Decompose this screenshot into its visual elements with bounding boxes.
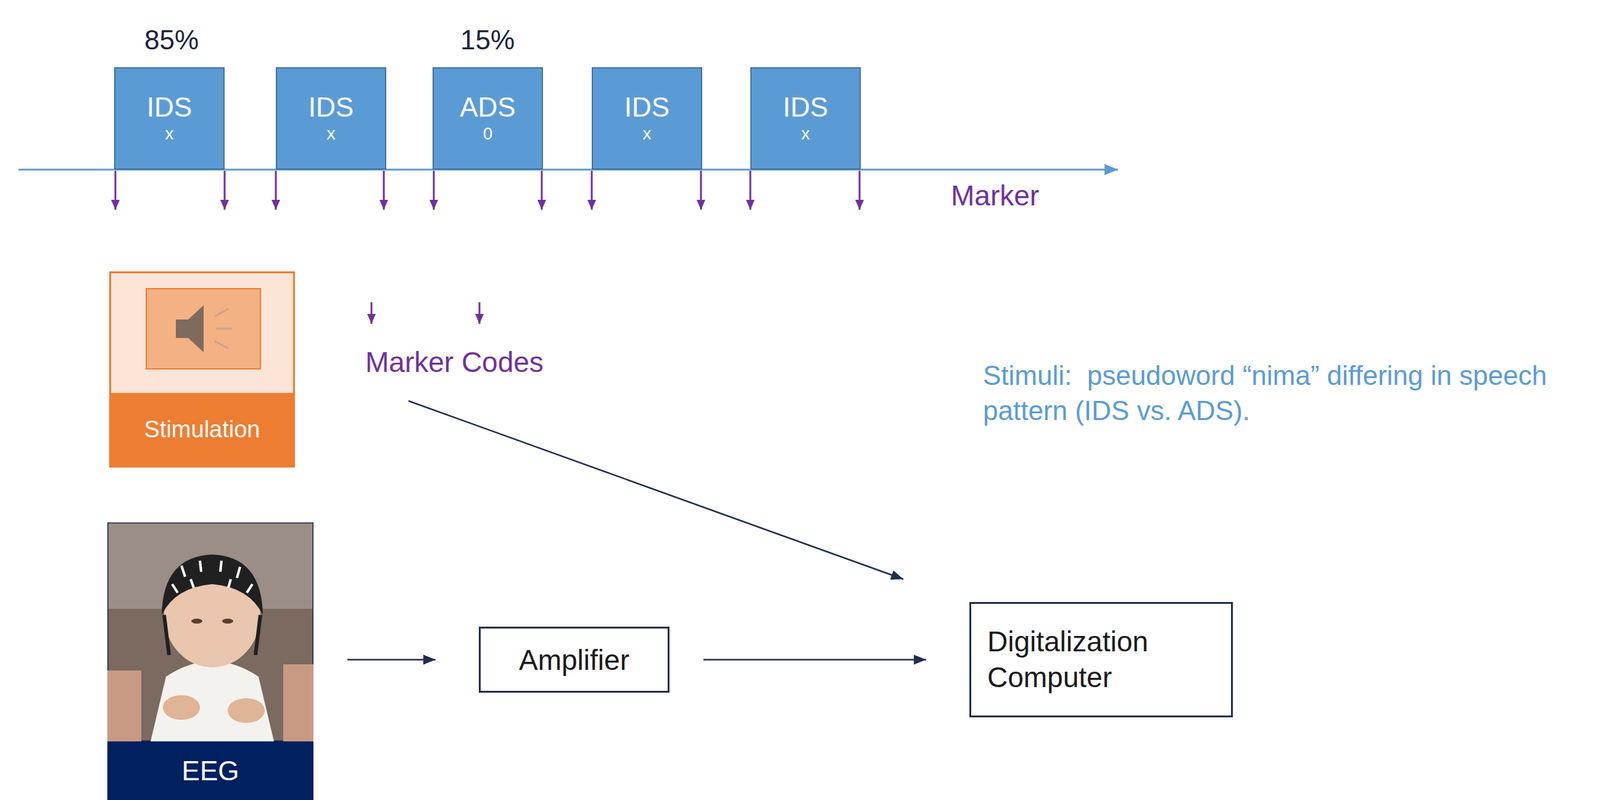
computer-box: Digitalization Computer	[969, 602, 1233, 718]
marker-code-arrow	[370, 302, 373, 324]
stimulation-panel: Stimulation	[109, 271, 295, 468]
speaker-icon	[111, 273, 294, 394]
panel-title: Stimulation	[144, 416, 261, 444]
trial-code: x	[327, 122, 336, 146]
marker-code-leader	[408, 401, 904, 580]
stimulus-type: ADS	[459, 91, 516, 124]
marker-arrow	[700, 170, 703, 210]
panel-title: EEG	[182, 755, 240, 787]
sequence-stimulus-box: IDSx	[750, 67, 861, 170]
marker-arrow	[749, 170, 752, 210]
eeg-panel: EEG	[107, 522, 314, 800]
marker-arrow	[275, 170, 278, 210]
trial-code: 0	[483, 122, 494, 146]
marker-label: Marker	[950, 178, 1040, 213]
infant-eeg-photo	[107, 522, 314, 742]
sequence-stimulus-box: ADS0	[432, 67, 544, 170]
stimulus-type: IDS	[624, 91, 670, 124]
marker-arrow	[223, 170, 226, 210]
stimulation-band: Stimulation	[111, 393, 294, 466]
stimulus-note: Stimuli: pseudoword “nima” differing in …	[982, 357, 1576, 429]
marker-arrow	[591, 170, 593, 210]
marker-arrow	[114, 170, 117, 210]
box-label: Digitalization Computer	[987, 624, 1191, 696]
probability-label: 15%	[460, 24, 515, 56]
process-box: Amplifier	[478, 626, 670, 693]
sequence-stimulus-box: IDSx	[114, 67, 225, 170]
sequence-stimulus-box: IDSx	[591, 67, 703, 170]
eeg-band: EEG	[107, 741, 314, 800]
marker-arrow	[433, 170, 436, 210]
stimulus-type: IDS	[146, 91, 192, 124]
marker-arrow	[383, 170, 386, 210]
box-label: Amplifier	[518, 643, 630, 677]
probability-label: 85%	[144, 24, 199, 56]
marker-arrow	[541, 170, 544, 210]
trial-code: x	[801, 122, 811, 146]
stimulus-type: IDS	[783, 91, 829, 124]
stimulus-type: IDS	[308, 91, 354, 124]
signal-arrow	[347, 659, 436, 661]
trial-code: x	[642, 122, 652, 146]
marker-code-arrow	[478, 302, 481, 324]
sequence-stimulus-box: IDSx	[275, 67, 387, 170]
trial-code: x	[165, 122, 175, 146]
marker-label: Marker Codes	[365, 345, 544, 379]
signal-arrow	[703, 659, 927, 661]
marker-arrow	[858, 170, 861, 210]
